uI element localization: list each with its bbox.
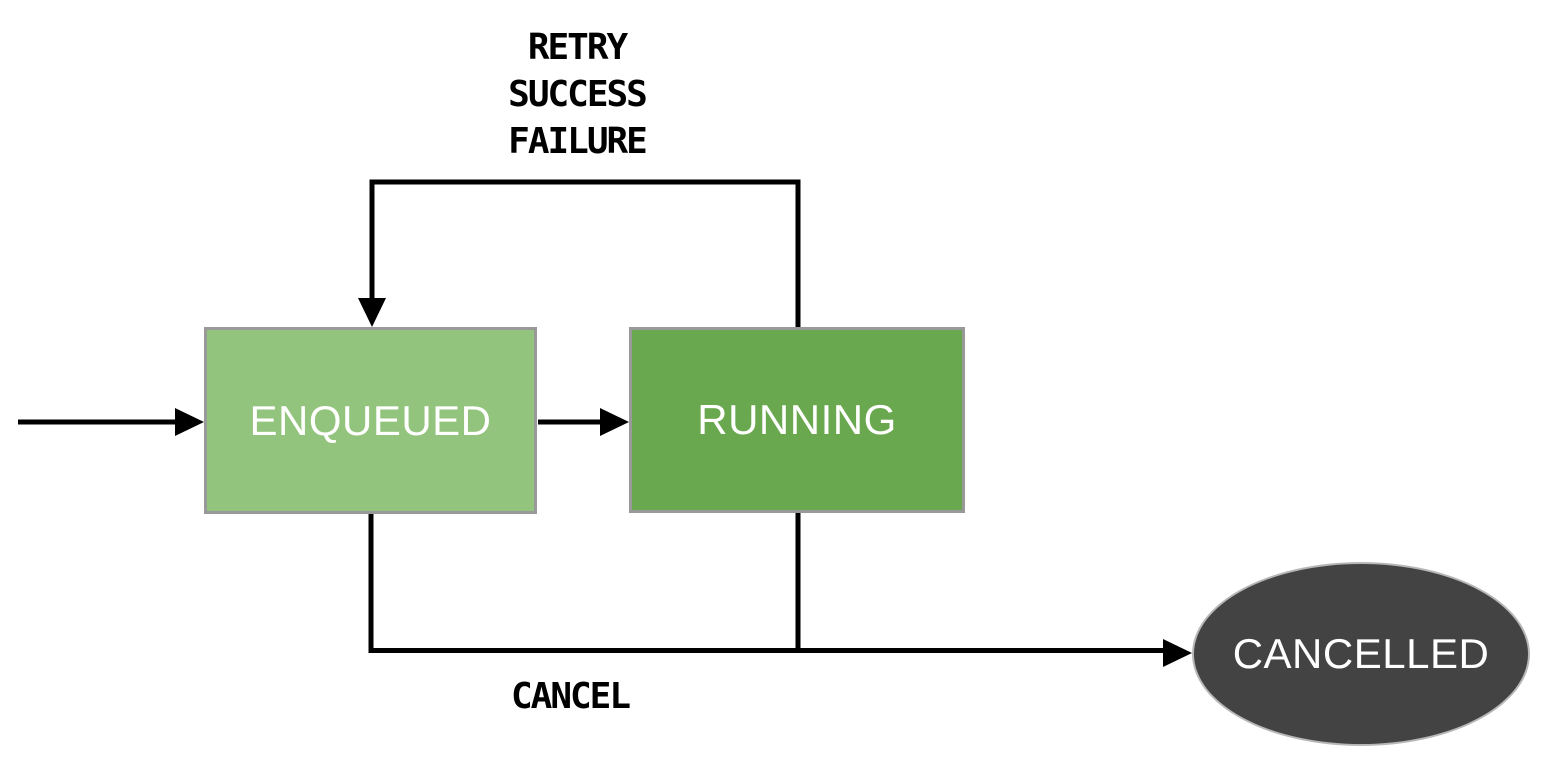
loop-transition-labels: RETRY SUCCESS FAILURE [427,24,727,165]
loop-label-failure: FAILURE [508,121,648,162]
node-running-label: RUNNING [697,396,897,443]
edge-cancel-to-cancelled [368,513,1192,667]
node-cancelled: CANCELLED [1192,562,1530,746]
arrowhead-right-icon [1163,639,1192,667]
node-enqueued: ENQUEUED [204,327,537,514]
arrowhead-right-icon [175,408,204,436]
arrowhead-right-icon [600,408,629,436]
arrowhead-down-icon [358,298,386,327]
loop-label-retry: RETRY [527,27,628,68]
cancel-transition-label: CANCEL [510,676,631,717]
loop-label-success: SUCCESS [508,74,648,115]
node-running: RUNNING [629,327,965,513]
node-enqueued-label: ENQUEUED [249,396,492,444]
edge-running-to-enqueued-loop [358,179,801,328]
node-cancelled-label: CANCELLED [1232,630,1490,677]
edge-enqueued-to-running [538,408,629,436]
edge-start-to-enqueued [18,408,204,436]
